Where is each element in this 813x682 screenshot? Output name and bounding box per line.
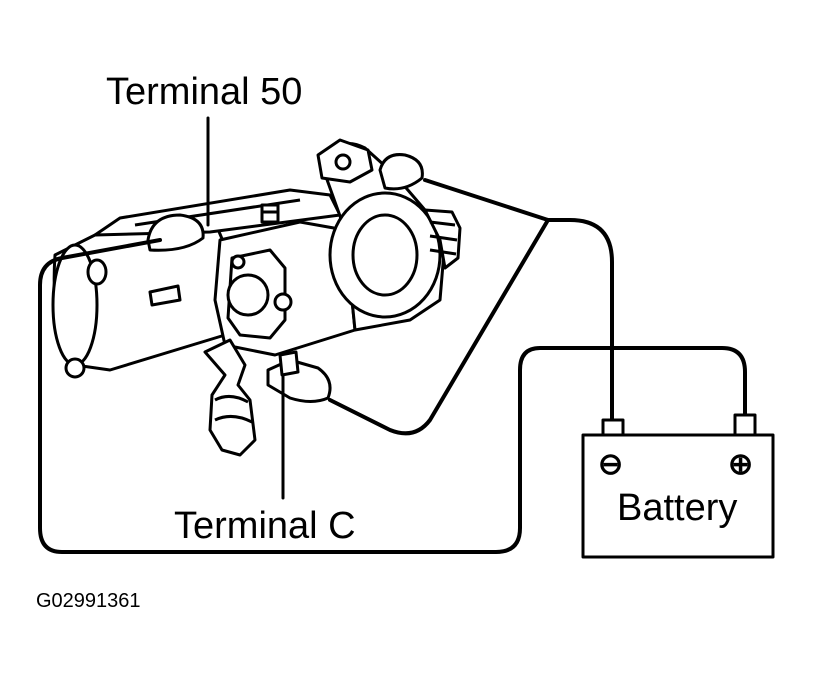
terminal-c-lead [328, 218, 550, 436]
positive-lead [38, 238, 747, 554]
negative-terminal-icon: ⊖ [598, 448, 623, 481]
negative-post [601, 418, 625, 437]
battery-case [581, 433, 775, 559]
battery [581, 413, 775, 559]
terminal-50-label: Terminal 50 [106, 71, 302, 113]
positive-terminal-icon: ⊕ [728, 448, 753, 481]
terminal-c-label: Terminal C [174, 505, 356, 547]
negative-lead [546, 218, 614, 427]
figure-id: G02991361 [36, 590, 141, 612]
starter-motor [51, 138, 462, 457]
housing-lead [423, 178, 550, 222]
battery-label: Battery [617, 487, 737, 529]
wiring [38, 116, 747, 554]
positive-post [733, 413, 757, 437]
